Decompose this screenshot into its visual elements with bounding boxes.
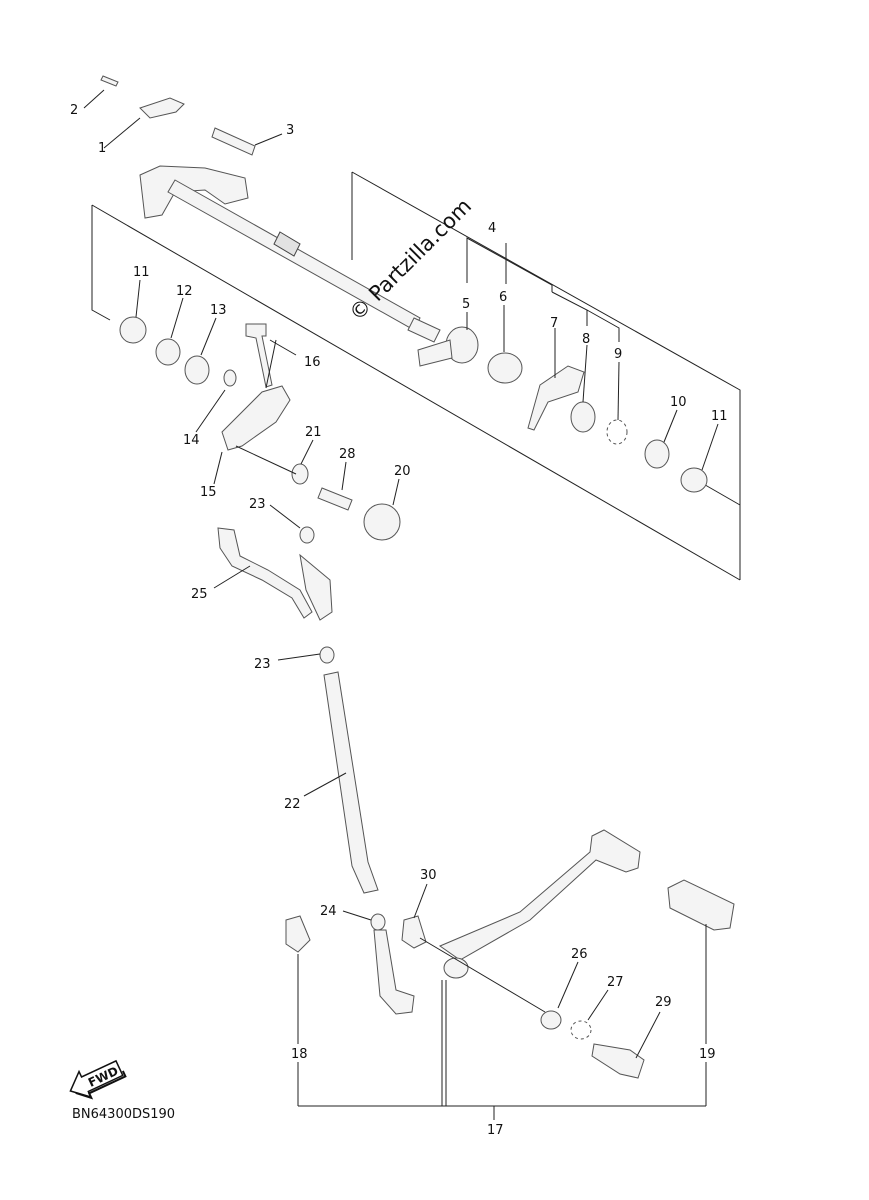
callout-22: 22 [284,797,301,812]
part-19-rubber [667,879,735,931]
callout-1: 1 [98,141,106,156]
callout-23-lower: 23 [254,657,271,672]
part-21-joint [291,463,309,485]
callout-20: 20 [394,464,411,479]
part-7-stopper-lever [527,365,585,431]
part-5-collar [417,326,479,367]
callout-3: 3 [286,123,294,138]
callout-14: 14 [183,433,200,448]
part-11-bushing-right [680,467,708,493]
callout-6: 6 [499,290,507,305]
part-26-washer [540,1010,562,1030]
part-14-washer [223,369,237,387]
callout-5: 5 [462,297,470,312]
callout-28: 28 [339,447,356,462]
callout-18: 18 [291,1047,308,1062]
part-18-collar [285,915,311,953]
part-9-circlip [606,419,628,445]
callout-21: 21 [305,425,322,440]
callout-23-upper: 23 [249,497,266,512]
callout-16: 16 [304,355,321,370]
callout-11-left: 11 [133,265,150,280]
callout-19: 19 [699,1047,716,1062]
callout-29: 29 [655,995,672,1010]
callout-25: 25 [191,587,208,602]
callout-30: 30 [420,868,437,883]
part-6-bearing [487,352,523,384]
leader-lines [83,89,719,1120]
part-13-washer [184,355,210,385]
callout-10: 10 [670,395,687,410]
callout-15: 15 [200,485,217,500]
callout-7: 7 [550,316,558,331]
callout-12: 12 [176,284,193,299]
part-1-clip [139,97,185,119]
part-28-bolt [317,487,353,511]
part-29-bolt [591,1043,645,1079]
part-17-shift-pedal [438,829,641,979]
callout-11-right: 11 [711,409,728,424]
callout-2: 2 [70,103,78,118]
upper-group-frame [91,171,741,581]
callout-labels: 1 2 3 4 5 6 7 8 9 10 11 11 12 13 14 15 1… [70,103,728,1138]
watermark-text: © Partzilla.com [345,194,477,326]
part-3-pin [211,127,256,156]
part-10-washer [644,439,670,469]
callout-27: 27 [607,975,624,990]
callout-9: 9 [614,347,622,362]
part-15-shift-arm [221,385,291,451]
part-8-ring [570,401,596,433]
callout-26: 26 [571,947,588,962]
fwd-arrow-icon: FWD [69,1059,127,1100]
diagram-code: BN64300DS190 [72,1107,175,1122]
part-20-knob [363,503,401,541]
callout-4: 4 [488,221,496,236]
part-23-nut-lower [319,646,335,664]
part-30-bush [401,915,427,949]
callout-17: 17 [487,1123,504,1138]
part-25-shift-rod [217,527,333,621]
part-16-bolt [245,323,273,388]
part-11-bushing-left [119,316,147,344]
part-24-joint [370,913,415,1015]
part-12-seal [155,338,181,366]
callout-8: 8 [582,332,590,347]
part-22-rod [323,671,379,894]
part-shift-shaft [139,165,441,343]
part-2-pin [100,75,119,87]
callout-13: 13 [210,303,227,318]
part-27-ring [570,1020,592,1040]
part-23-nut-top [299,526,315,544]
callout-24: 24 [320,904,337,919]
